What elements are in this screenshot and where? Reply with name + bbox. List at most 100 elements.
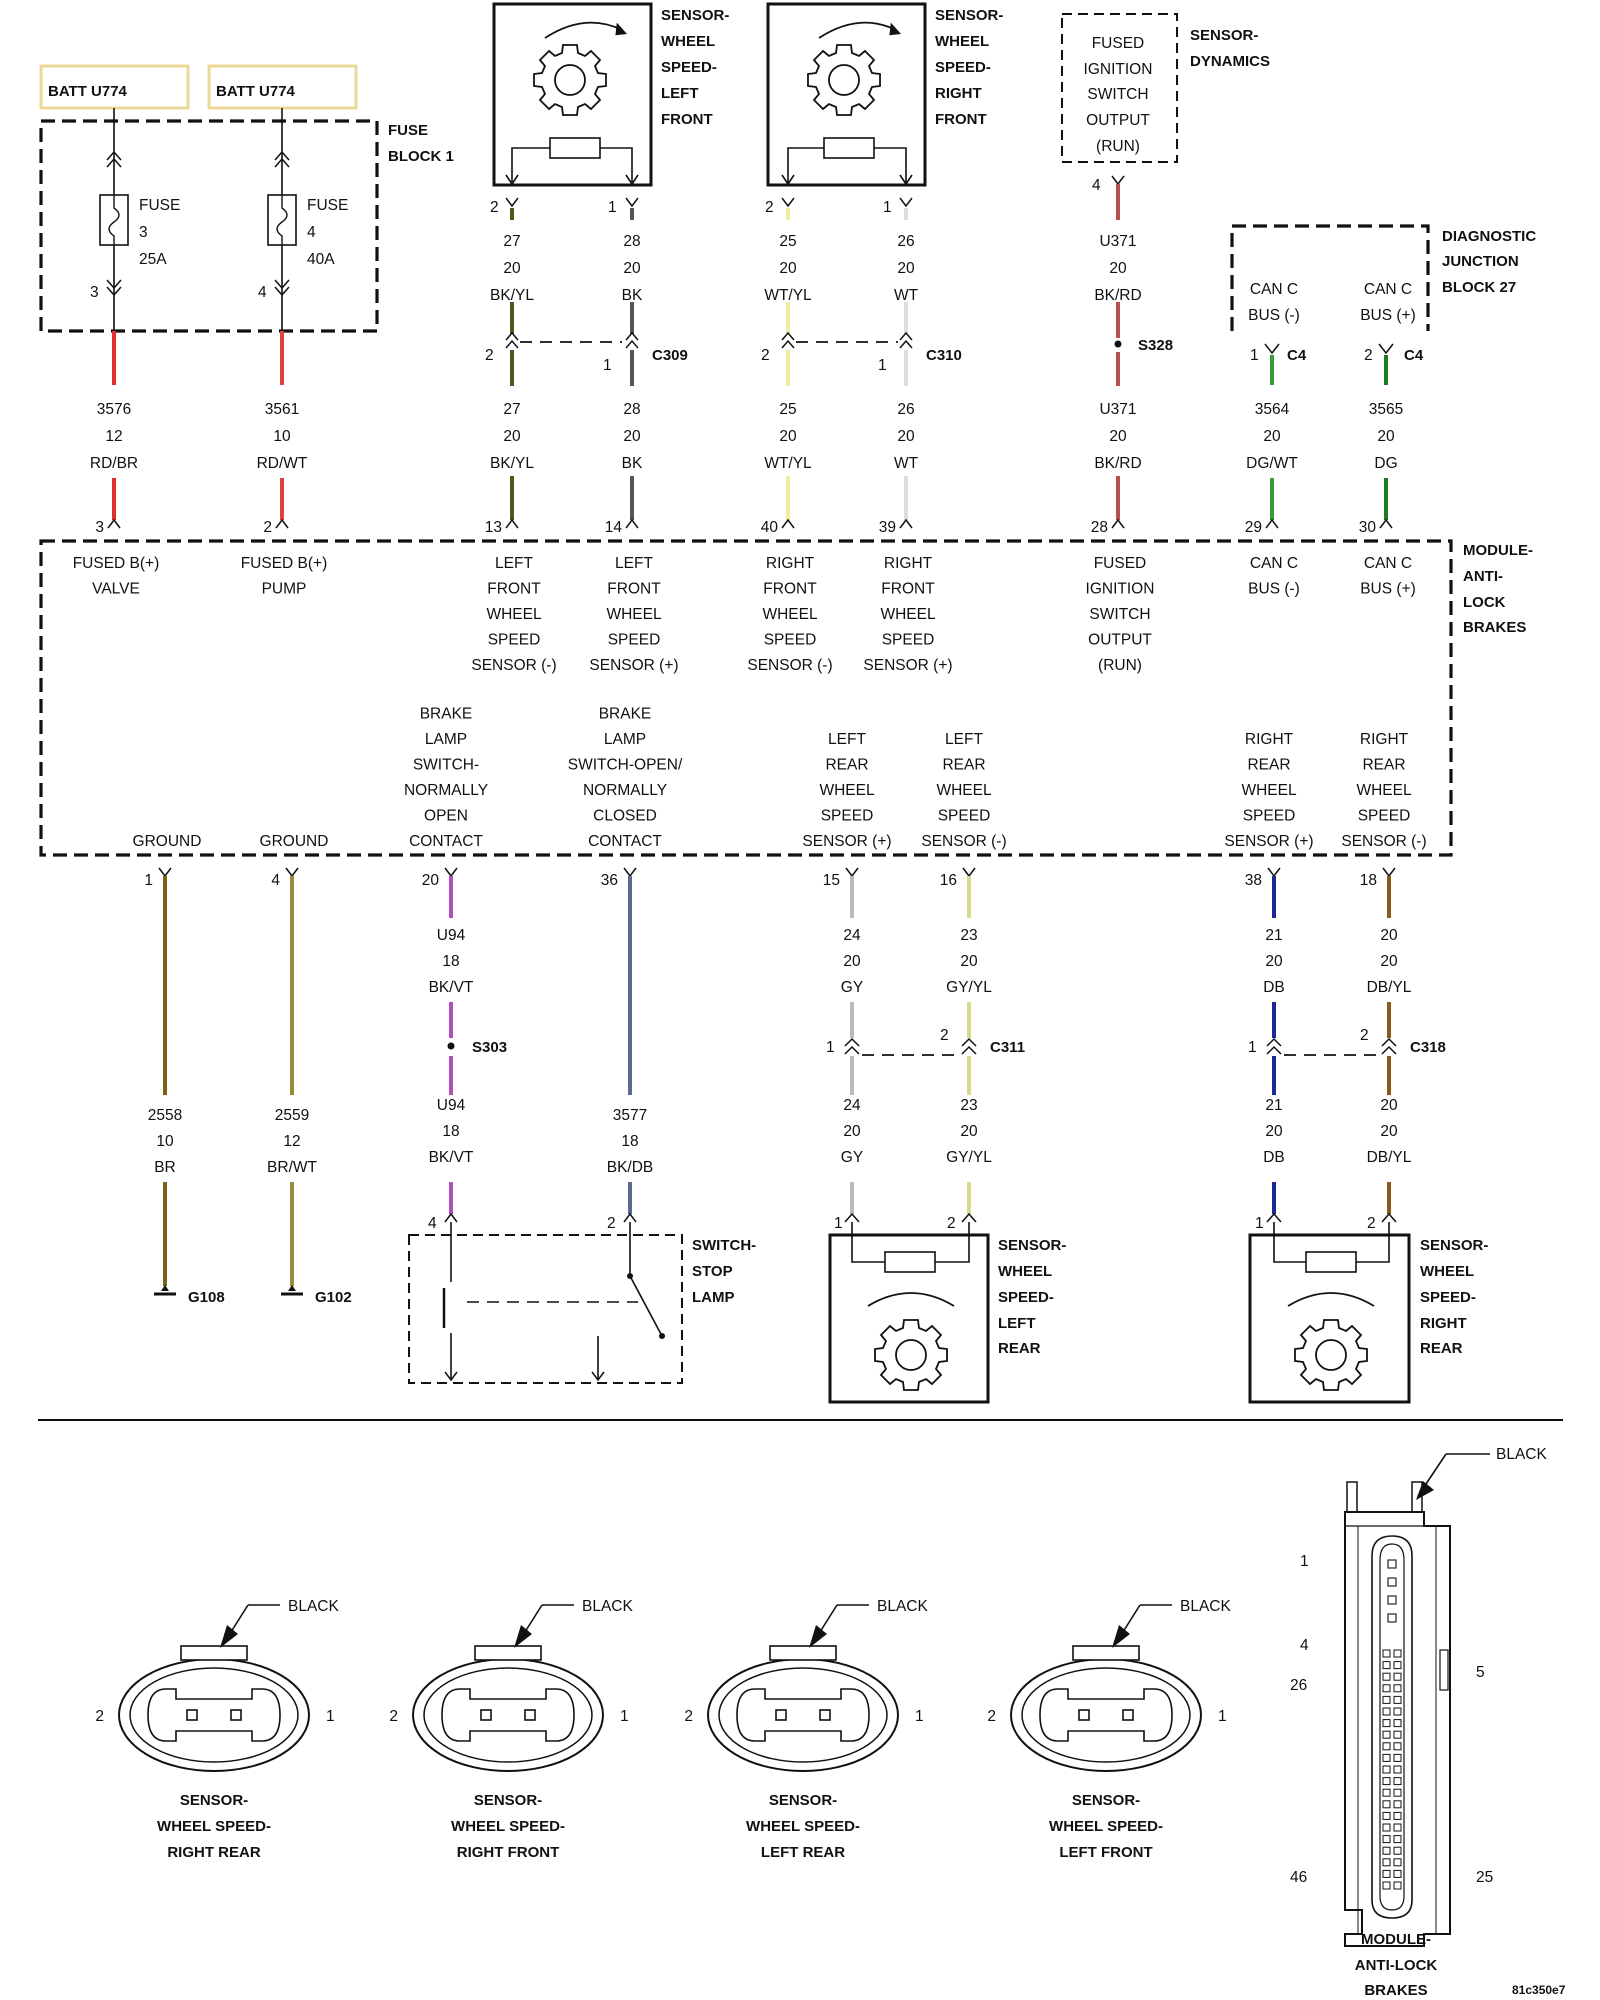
- pin-cavity: [1393, 1869, 1402, 1878]
- wire-label: 26: [897, 401, 914, 418]
- pin-function: FRONT: [763, 581, 817, 598]
- connector-label: C318: [1410, 1039, 1446, 1056]
- sensor-title: SENSOR-: [661, 7, 729, 24]
- pin-cavity: [1382, 1742, 1391, 1751]
- pin-cavity: [1393, 1835, 1402, 1844]
- pin-function: BUS (-): [1248, 581, 1300, 598]
- wire-color: RD/BR: [90, 455, 138, 472]
- pin-number: 25: [1476, 1869, 1493, 1886]
- splice-label: S303: [472, 1039, 507, 1056]
- pin-cavity: [1382, 1835, 1391, 1844]
- pin-terminal: [1267, 867, 1281, 878]
- pin-function: SPEED: [608, 632, 661, 649]
- pin-function: SENSOR (-): [471, 657, 556, 674]
- pin-label: 2: [1360, 1027, 1369, 1044]
- wire-label: 25: [779, 401, 796, 418]
- pin-label: 4: [1092, 177, 1101, 194]
- pin-cavity: [1387, 1595, 1397, 1605]
- pin-cavity: [775, 1709, 787, 1721]
- sensor-title: WHEEL: [1420, 1263, 1474, 1280]
- pin-function: WHEEL: [936, 782, 992, 799]
- wire-label: WT: [894, 455, 919, 472]
- pin-terminal: [158, 867, 172, 878]
- wire-color: RD/WT: [257, 455, 308, 472]
- pin-number: 4: [271, 872, 280, 889]
- pin-cavity: [1393, 1846, 1402, 1855]
- wire-label: 18: [442, 1123, 459, 1140]
- diagnostic-junction-block-27: DIAGNOSTIC JUNCTION BLOCK 27 CAN C BUS (…: [1230, 224, 1536, 364]
- pin-function: SPEED: [764, 632, 817, 649]
- pin-function: (RUN): [1096, 138, 1140, 155]
- connector-c318: 1 2 C318: [1248, 1027, 1446, 1056]
- sensor-title: SENSOR-: [1190, 27, 1258, 44]
- wire-label: U371: [1099, 233, 1136, 250]
- pin-number: 26: [1290, 1677, 1307, 1694]
- pin-function: LEFT: [828, 731, 866, 748]
- connector-name: WHEEL SPEED-: [451, 1818, 565, 1835]
- wire-3561: 3561 10 RD/WT: [257, 331, 308, 520]
- module-anti-lock-brakes: MODULE- ANTI- LOCK BRAKES: [39, 539, 1533, 857]
- pin-number: 13: [485, 519, 502, 536]
- pin-cavity: [1382, 1684, 1391, 1693]
- pin-function: CLOSED: [593, 808, 657, 825]
- wire-label: 28: [623, 233, 640, 250]
- pin-function: REAR: [1362, 757, 1405, 774]
- wire-label: 20: [779, 428, 797, 445]
- pin-terminal: [845, 867, 859, 878]
- pin-label: 1: [603, 357, 612, 374]
- wire-label: 25: [779, 233, 796, 250]
- pin-cavity: [1382, 1707, 1391, 1716]
- wire-label: 20: [623, 260, 641, 277]
- sensor-title: FRONT: [661, 111, 713, 128]
- pin-cavity: [1382, 1765, 1391, 1774]
- wire-label: BK/DB: [607, 1159, 654, 1176]
- pin-terminal: [623, 867, 637, 878]
- wire-label: DB: [1263, 1149, 1285, 1166]
- pin-function: GROUND: [260, 833, 329, 850]
- pin-terminal: [275, 518, 289, 529]
- pin-label: 4: [428, 1215, 437, 1232]
- pin-function: LEFT: [495, 555, 533, 572]
- pin-number: 5: [1476, 1664, 1485, 1681]
- connector-color: BLACK: [1496, 1446, 1547, 1463]
- sensor-title: SPEED-: [998, 1289, 1054, 1306]
- wire-label: 20: [897, 260, 915, 277]
- pin-function: CAN C: [1364, 555, 1412, 572]
- pin-cavity: [1382, 1846, 1391, 1855]
- pin-terminal: [1379, 518, 1393, 529]
- figure-code: 81c350e7: [1512, 1983, 1566, 1997]
- wire-label: BK/RD: [1094, 455, 1141, 472]
- connector-color: BLACK: [288, 1598, 339, 1615]
- pin-function: RIGHT: [1360, 731, 1409, 748]
- pin-label: 1: [834, 1215, 843, 1232]
- pin-number: 14: [605, 519, 623, 536]
- switch-title: LAMP: [692, 1289, 735, 1306]
- connector-name: SENSOR-: [474, 1792, 542, 1809]
- pin-number: 20: [422, 872, 440, 889]
- pin-function: OPEN: [424, 808, 468, 825]
- pin-function: VALVE: [92, 581, 140, 598]
- pin-cavity: [1387, 1559, 1397, 1569]
- sensor-title: SPEED-: [661, 59, 717, 76]
- sensor-title: DYNAMICS: [1190, 53, 1270, 70]
- pin-label: 2: [761, 347, 770, 364]
- module-bottom-pins: 1GROUND4GROUND20BRAKELAMPSWITCH-NORMALLY…: [133, 706, 1427, 890]
- module-title: MODULE-: [1463, 542, 1533, 559]
- wire-label: BK/RD: [1094, 287, 1141, 304]
- fuse-block-title: BLOCK 1: [388, 148, 454, 165]
- splice-s303: S303: [447, 1039, 507, 1056]
- wire-label: 23: [960, 927, 977, 944]
- wire-label: WT/YL: [764, 287, 812, 304]
- pin-function: CONTACT: [588, 833, 662, 850]
- pin-function: IGNITION: [1086, 581, 1155, 598]
- pin-cavity: [1393, 1742, 1402, 1751]
